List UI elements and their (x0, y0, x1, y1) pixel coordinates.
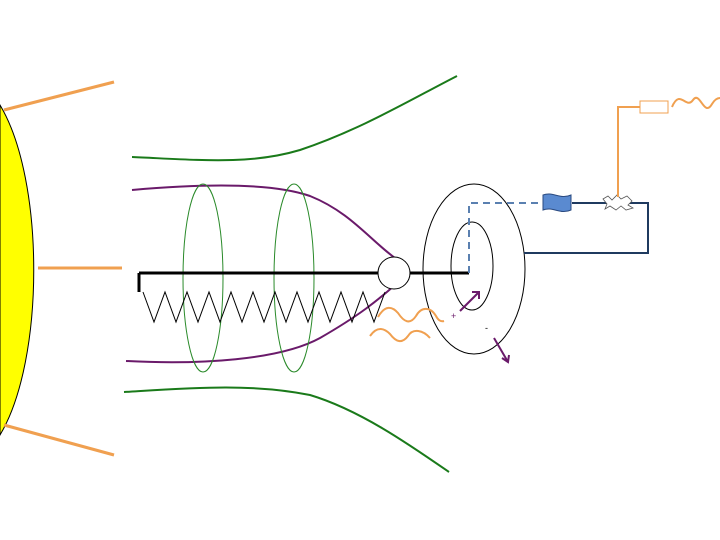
resistor-icon (639, 100, 669, 114)
minus-label: - (485, 323, 488, 333)
zigzag-coil (142, 290, 386, 324)
circuit-dashed-wire (468, 202, 543, 273)
radiation-wave-2 (369, 328, 431, 342)
circuit (468, 96, 720, 273)
load-icon (542, 193, 572, 213)
arrow-outward-head (501, 354, 510, 364)
field-arrows (459, 291, 510, 364)
arrow-inward (459, 291, 480, 312)
plus-label: + (451, 311, 456, 321)
resistor-lead (617, 106, 640, 197)
arrow-outward (493, 337, 509, 363)
conductor (137, 256, 469, 324)
radiation-wave-1 (377, 306, 445, 323)
ring-inner (450, 221, 494, 311)
inner-field-line-bottom (125, 284, 396, 364)
terminal-node (377, 256, 411, 290)
ring-coil (422, 183, 526, 355)
inner-field-lines (125, 184, 396, 364)
radiation-waves (369, 306, 445, 342)
outer-field-line-top (131, 75, 458, 162)
sun-ray-top (3, 80, 115, 112)
ring-outer (422, 183, 526, 355)
outer-field-line-bottom (123, 386, 450, 473)
arrow-inward-head (472, 291, 480, 299)
outer-field-lines (123, 75, 458, 473)
spark-icon (602, 194, 634, 211)
current-loop-1 (182, 183, 224, 373)
sun-rays (3, 80, 122, 457)
resistor-output-wave (671, 96, 720, 109)
current-loop-2 (273, 183, 315, 373)
current-loops (182, 183, 315, 373)
sun-ray-bottom (3, 423, 115, 457)
sun-disc (0, 104, 35, 436)
inner-field-line-top (131, 184, 396, 259)
